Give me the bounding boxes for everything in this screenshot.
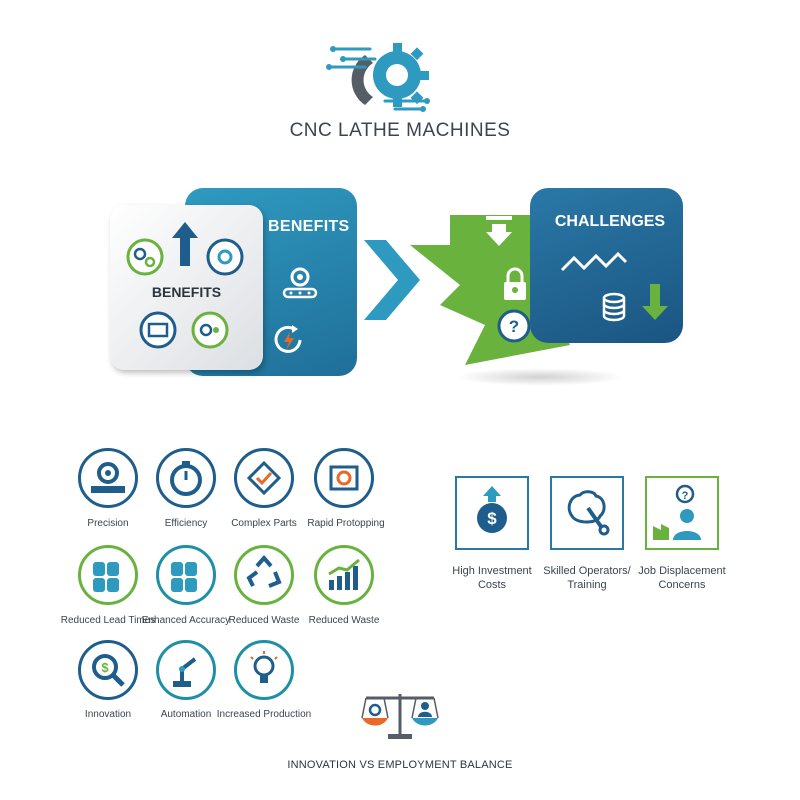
challenges-panel-label: CHALLENGES bbox=[554, 213, 666, 230]
challenge-label: High Investment Costs bbox=[452, 565, 532, 591]
increased-production-icon-circle bbox=[234, 640, 294, 700]
stopwatch-icon bbox=[170, 461, 202, 496]
complex-parts-icon-circle bbox=[234, 448, 294, 508]
automation-icon-circle bbox=[156, 640, 216, 700]
benefit-label: Automation bbox=[160, 709, 212, 720]
benefit-label: Complex Parts bbox=[231, 518, 297, 529]
high-investment-costs-tile: $ bbox=[455, 476, 529, 550]
complex-part-icon bbox=[246, 460, 282, 496]
challenge-label: Skilled Operators/ Training bbox=[543, 565, 631, 591]
worker-question-icon: ? bbox=[653, 484, 701, 540]
panel-shadow bbox=[455, 368, 625, 386]
logo-gear-icon bbox=[326, 43, 430, 112]
benefit-label: Enhanced Accuracy bbox=[141, 615, 231, 626]
balance-label: INNOVATION VS EMPLOYMENT BALANCE bbox=[287, 759, 513, 771]
svg-text:?: ? bbox=[509, 317, 519, 336]
benefit-label: Precision bbox=[87, 518, 129, 529]
benefits-panel-label: BENEFITS bbox=[268, 218, 350, 235]
reduced-lead-times-icon-circle bbox=[78, 545, 138, 605]
skilled-operators-tile bbox=[550, 476, 624, 550]
arrow-up-icon bbox=[172, 222, 198, 266]
enhanced-accuracy-icon-circle bbox=[156, 545, 216, 605]
benefits-overview-label: BENEFITS bbox=[151, 284, 222, 300]
svg-text:?: ? bbox=[682, 490, 689, 502]
svg-text:$: $ bbox=[101, 660, 109, 675]
arrow-down-icon bbox=[642, 284, 668, 320]
reduced-waste-icon-circle bbox=[234, 545, 294, 605]
benefit-label: Increased Production bbox=[216, 709, 312, 720]
brain-wrench-icon bbox=[567, 490, 610, 536]
challenge-label: Job Displacement Concerns bbox=[638, 565, 726, 591]
benefit-label: Innovation bbox=[84, 709, 132, 720]
benefit-label: Reduced Lead Times bbox=[60, 615, 156, 626]
conveyor-gear-icon bbox=[282, 267, 318, 299]
growth-chart-icon bbox=[328, 558, 360, 590]
precision-icon-circle bbox=[78, 448, 138, 508]
scale-balance-icon bbox=[361, 694, 439, 739]
efficiency-icon-circle bbox=[156, 448, 216, 508]
refresh-bolt-icon bbox=[274, 325, 302, 353]
coin-stack-icon bbox=[602, 292, 626, 322]
benefit-label: Reduced Waste bbox=[228, 615, 300, 626]
lightbulb-icon bbox=[250, 651, 278, 683]
robot-arm-icon bbox=[173, 657, 197, 687]
benefit-label: Efficiency bbox=[164, 518, 208, 529]
process-gears-icon bbox=[126, 238, 164, 276]
gear-ruler-icon bbox=[91, 462, 125, 493]
padlock-icon bbox=[504, 267, 526, 300]
rapid-prototyping-icon-circle bbox=[314, 448, 374, 508]
chevron-right-icon bbox=[364, 240, 420, 320]
innovation-icon-circle: $ bbox=[78, 640, 138, 700]
funnel-down-icon bbox=[486, 216, 512, 246]
svg-text:$: $ bbox=[487, 509, 497, 528]
benefit-label: Reduced Waste bbox=[308, 615, 380, 626]
machine-display-icon bbox=[139, 311, 177, 349]
job-displacement-tile: ? bbox=[645, 476, 719, 550]
gear-check-icon bbox=[191, 311, 229, 349]
dollar-coin-icon: $ bbox=[477, 486, 507, 533]
stacked-barrels-icon bbox=[93, 562, 119, 592]
growth-chart-icon-circle bbox=[314, 545, 374, 605]
recycle-icon bbox=[246, 554, 282, 588]
rapid-prototype-icon bbox=[329, 465, 359, 491]
chat-gear-icon bbox=[206, 238, 244, 276]
benefit-label: Rapid Protopping bbox=[307, 518, 385, 529]
page-title: CNC LATHE MACHINES bbox=[289, 120, 511, 141]
question-circle-icon: ? bbox=[497, 309, 531, 343]
magnifier-dollar-icon: $ bbox=[92, 654, 125, 687]
stacked-barrels-icon bbox=[171, 562, 197, 592]
zigzag-trend-icon bbox=[560, 251, 628, 272]
